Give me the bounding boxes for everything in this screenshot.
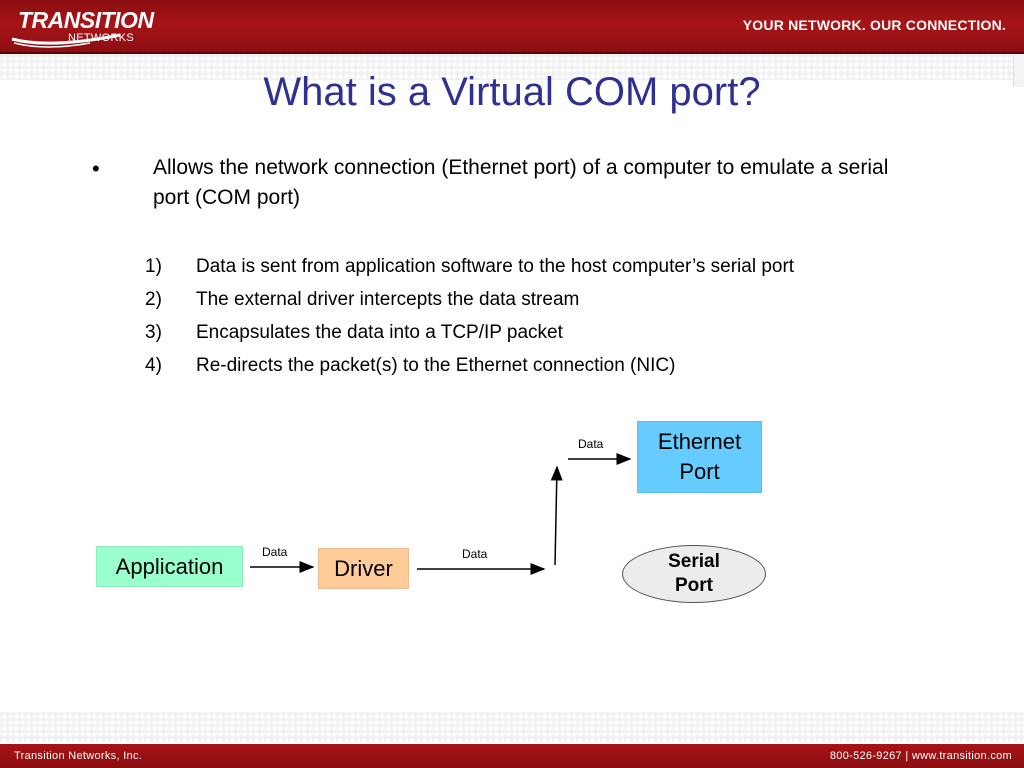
application-box: Application [96,546,243,587]
slide-edge [1013,55,1024,87]
texture-band-top [0,54,1024,80]
serial-label-line2: Port [674,575,713,596]
step-number: 3) [145,322,162,343]
logo-main-text: TRANSITION [18,7,154,33]
driver-box: Driver [318,548,409,589]
logo-sub-text: NETWORKS [68,32,134,44]
footer-company: Transition Networks, Inc. [14,750,143,762]
bullet-marker: • [92,156,100,181]
ethernet-label-line1: Ethernet [657,429,742,454]
step-text: The external driver intercepts the data … [196,289,580,310]
bullet-text: Allows the network connection (Ethernet … [153,156,889,209]
arrow-up-to-ethernet [550,465,563,566]
ethernet-label-line2: Port [679,459,720,484]
ethernet-port-box: Ethernet Port [637,421,762,493]
footer-band: Transition Networks, Inc. 800-526-9267 |… [0,744,1024,768]
step-number: 2) [145,289,162,310]
data-label-driver-out: Data [462,547,488,561]
step-number: 4) [145,355,162,376]
step-text: Re-directs the packet(s) to the Ethernet… [196,355,676,376]
serial-label-line1: Serial [668,551,720,572]
transition-networks-logo: TRANSITION NETWORKS [10,5,160,49]
slide-title: What is a Virtual COM port? [263,70,761,114]
logo-swoosh-icon [11,33,121,48]
footer-contact: 800-526-9267 | www.transition.com [829,750,1012,762]
step-text: Data is sent from application software t… [196,256,795,277]
texture-band-bottom [0,712,1024,742]
step-number: 1) [145,256,162,277]
application-label: Application [115,553,224,579]
tagline: YOUR NETWORK. OUR CONNECTION. [742,17,1006,33]
step-text: Encapsulates the data into a TCP/IP pack… [196,322,563,343]
serial-port-ellipse: Serial Port [622,545,766,603]
data-label-app-driver: Data [262,545,288,559]
data-label-ethernet: Data [578,437,604,451]
header-band: TRANSITION NETWORKS YOUR NETWORK. OUR CO… [0,0,1024,54]
driver-label: Driver [334,555,393,581]
